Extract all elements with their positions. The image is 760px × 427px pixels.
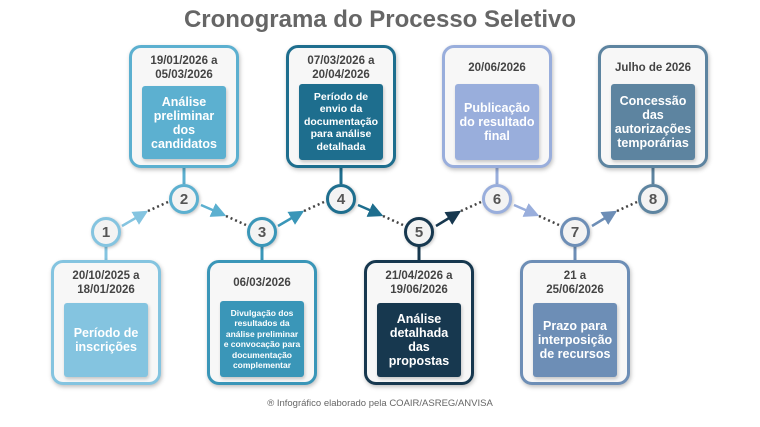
step-date-4a: 07/03/2026 a: [307, 55, 375, 67]
step-node-1: 1: [91, 217, 121, 247]
step-text-2: Análise preliminar dos candidatos: [142, 86, 226, 159]
step-card-6: 20/06/2026 Publicação do resultado final: [442, 45, 552, 168]
step-date-5a: 21/04/2026 a: [385, 270, 453, 282]
step-date-8a: Julho de 2026: [614, 62, 692, 74]
page-title: Cronograma do Processo Seletivo: [183, 6, 577, 33]
step-node-8: 8: [638, 184, 668, 214]
step-date-5b: 19/06/2026: [390, 284, 448, 296]
step-card-7: 21 a 25/06/2026 Prazo para interposição …: [520, 260, 630, 385]
step-text-6: Publicação do resultado final: [455, 84, 539, 160]
connector-4-5: [357, 203, 384, 217]
step-text-5: Análise detalhada das propostas: [377, 303, 461, 377]
step-node-5: 5: [404, 217, 434, 247]
connector-2-3: [200, 203, 227, 217]
step-date-7a: 21 a: [563, 270, 587, 282]
step-card-4: 07/03/2026 a 20/04/2026 Período de envio…: [286, 45, 396, 168]
step-node-3: 3: [247, 217, 277, 247]
connector-6-7: [513, 203, 540, 217]
connector-5-6-dots: [460, 200, 482, 213]
connector-2-3-dots: [225, 214, 247, 227]
step-date-1a: 20/10/2025 a: [72, 270, 140, 282]
step-date-1b: 18/01/2026: [77, 284, 135, 296]
connector-1-2: [121, 210, 149, 228]
step-node-2: 2: [169, 184, 199, 214]
step-text-8: Concessão das autorizações temporárias: [611, 84, 695, 160]
connector-5-6: [435, 210, 462, 228]
step-card-2: 19/01/2026 a 05/03/2026 Análise prelimin…: [129, 45, 239, 168]
step-date-7b: 25/06/2026: [546, 284, 604, 296]
step-card-3: 06/03/2026 Divulgação dos resultados da …: [207, 260, 317, 385]
step-date-4b: 20/04/2026: [312, 69, 370, 81]
connector-6-7-dots: [538, 214, 560, 227]
connector-7-8: [591, 210, 618, 228]
step-date-2b: 05/03/2026: [155, 69, 213, 81]
step-date-6a: 20/06/2026: [468, 62, 526, 74]
step-card-1: 20/10/2025 a 18/01/2026 Período de inscr…: [51, 260, 161, 385]
step-date-2a: 19/01/2026 a: [150, 55, 218, 67]
step-node-6: 6: [482, 184, 512, 214]
step-node-7: 7: [560, 217, 590, 247]
step-text-4: Período de envio da documentação para an…: [299, 84, 383, 160]
step-date-3a: 06/03/2026: [233, 277, 291, 289]
step-text-1: Período de inscrições: [64, 303, 148, 377]
step-card-5: 21/04/2026 a 19/06/2026 Análise detalhad…: [364, 260, 474, 385]
connector-1-2-dots: [147, 200, 169, 213]
connector-3-4: [277, 210, 305, 228]
step-node-4: 4: [326, 184, 356, 214]
connector-7-8-dots: [616, 200, 638, 213]
connector-4-5-dots: [382, 214, 404, 227]
step-text-7: Prazo para interposição de recursos: [533, 303, 617, 377]
credit-note: ® Infográfico elaborado pela COAIR/ASREG…: [267, 398, 493, 409]
step-card-8: Julho de 2026 Concessão das autorizações…: [598, 45, 708, 168]
step-text-3: Divulgação dos resultados da análise pre…: [220, 301, 304, 377]
connector-3-4-dots: [303, 200, 325, 213]
